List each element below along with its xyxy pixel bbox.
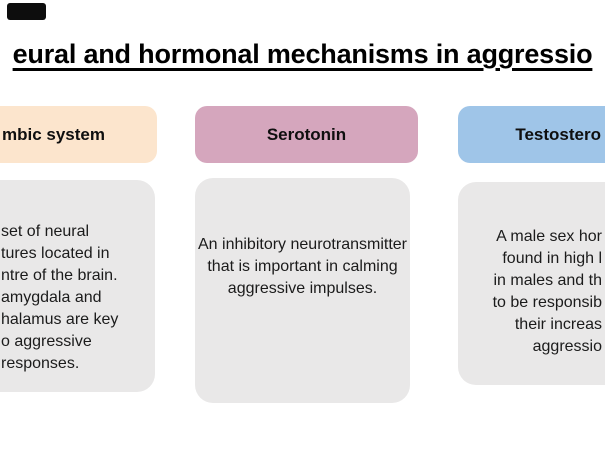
corner-badge xyxy=(7,3,46,20)
text-line: o aggressive xyxy=(1,333,92,350)
text-line: set of neural xyxy=(1,223,90,240)
text-line: ntre of the brain. xyxy=(1,267,118,284)
text-line: aggressio xyxy=(532,338,602,355)
text-line: halamus are key xyxy=(1,311,119,328)
text-line: responses. xyxy=(1,355,80,372)
text-line: amygdala and xyxy=(1,289,102,306)
text-line: found in high l xyxy=(502,250,602,267)
text-line: in males and th xyxy=(493,272,602,289)
definition-card-limbic-system: set of neural tures located in ntre of t… xyxy=(0,180,155,392)
header-pill-limbic-system: mbic system xyxy=(0,106,157,163)
header-label-testosterone: Testostero xyxy=(515,125,601,144)
header-pill-serotonin: Serotonin xyxy=(195,106,418,163)
text-line: tures located in xyxy=(1,245,110,262)
text-line: A male sex hor xyxy=(496,228,602,245)
text-line: their increas xyxy=(514,316,602,333)
definition-text-testosterone: A male sex hor found in high l in males … xyxy=(493,226,602,358)
text-line: to be responsib xyxy=(492,294,602,311)
definition-card-serotonin: An inhibitory neurotransmitter that is i… xyxy=(195,178,410,403)
definition-text-serotonin: An inhibitory neurotransmitter that is i… xyxy=(198,236,407,297)
header-pill-testosterone: Testostero xyxy=(458,106,605,163)
definition-text-limbic-system: set of neural tures located in ntre of t… xyxy=(1,221,118,375)
definition-card-testosterone: A male sex hor found in high l in males … xyxy=(458,182,605,385)
header-label-serotonin: Serotonin xyxy=(266,125,347,144)
header-label-limbic-system: mbic system xyxy=(2,125,105,144)
slide-title: eural and hormonal mechanisms in aggress… xyxy=(12,39,593,69)
